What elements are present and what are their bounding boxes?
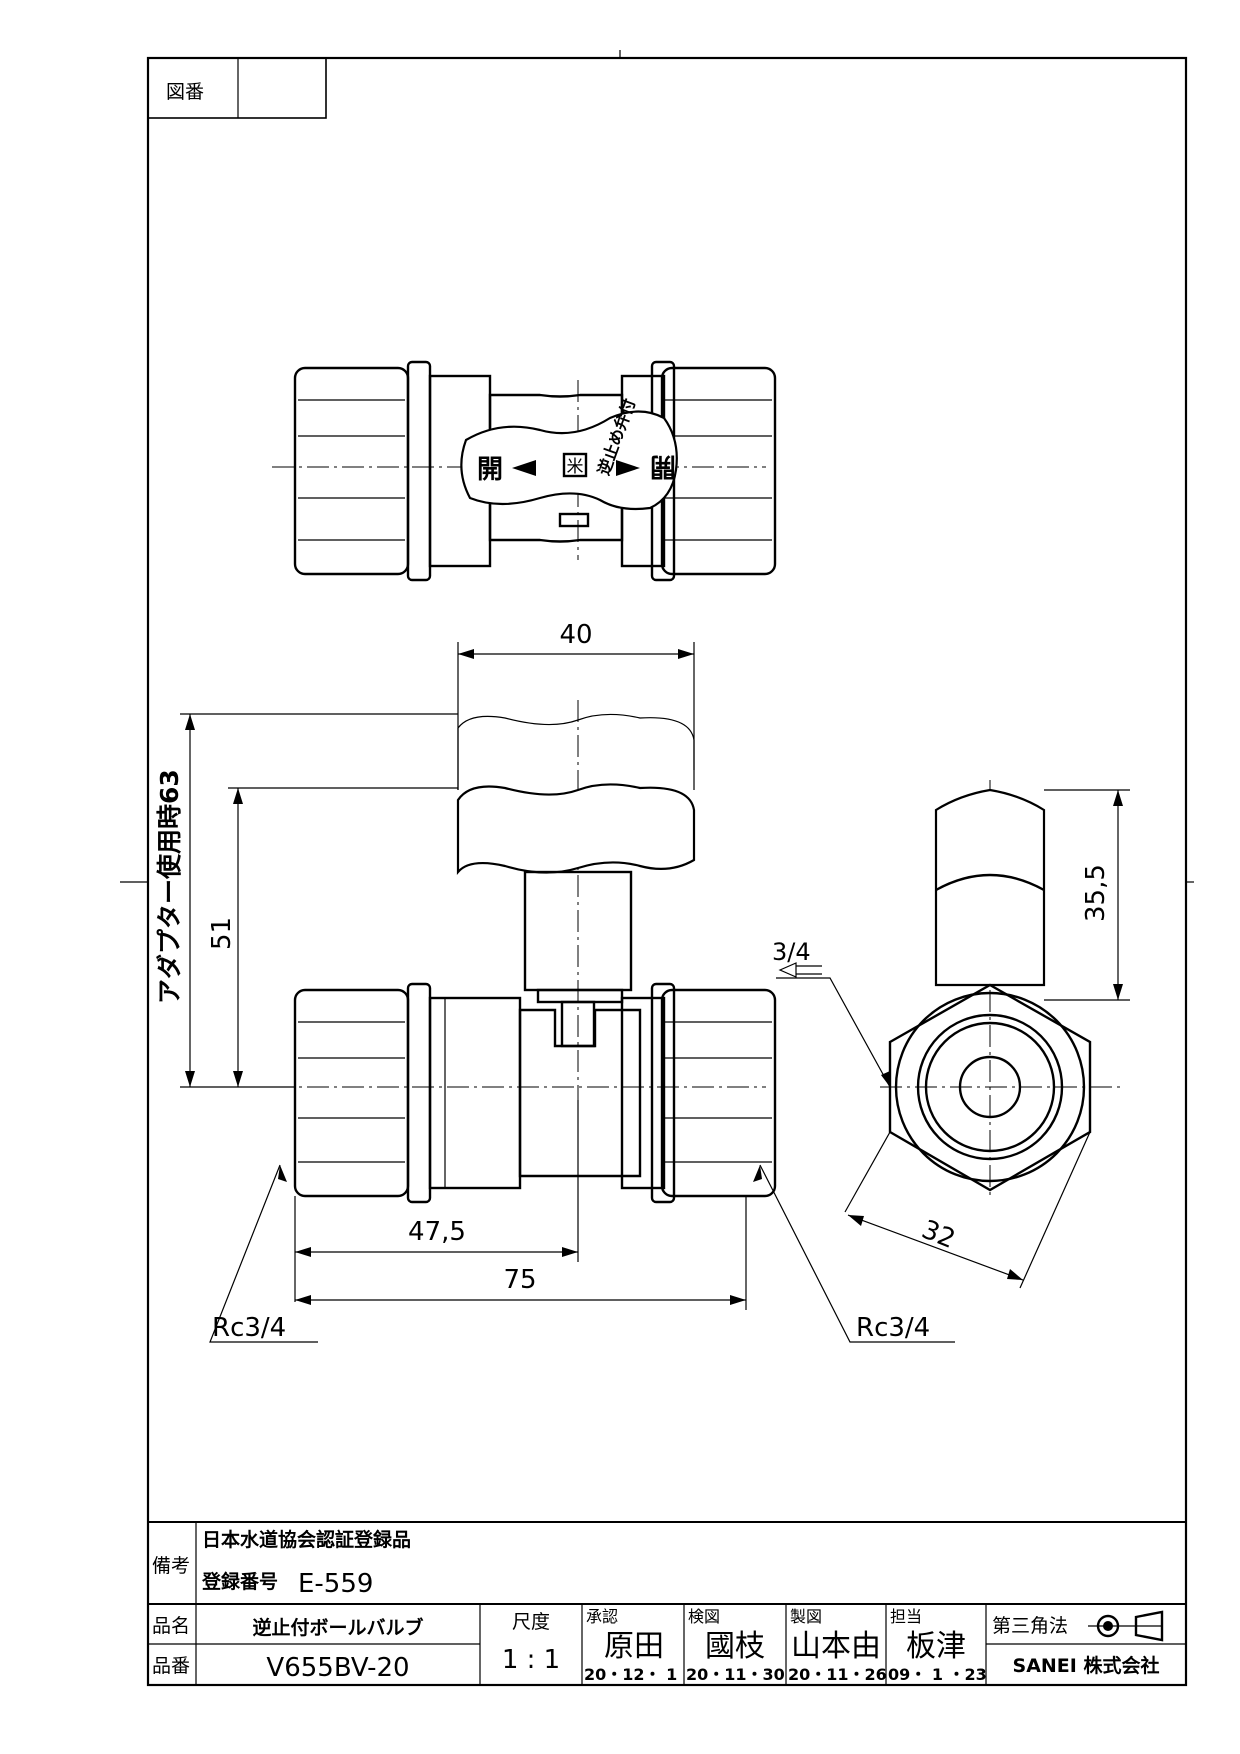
third-angle-projection-icon xyxy=(1088,1610,1164,1642)
approval-name: 山本由 xyxy=(791,1629,881,1664)
product-name-label: 品名 xyxy=(152,1615,190,1637)
remarks-certification: 日本水道協会認証登録品 xyxy=(202,1528,411,1551)
dim-adapter-height: アダプター使用時63 xyxy=(155,769,184,1004)
dim-handle-width: 40 xyxy=(559,620,592,650)
dimension-labels: 40 アダプター使用時63 51 47,5 75 Rc3/4 Rc3/4 35,… xyxy=(155,620,1111,1343)
projection-label: 第三角法 xyxy=(992,1615,1068,1637)
approval-role: 承認 xyxy=(586,1607,618,1626)
product-number: V655BV-20 xyxy=(266,1653,409,1683)
top-view: 米 開 開 逆止め弁付 xyxy=(272,360,777,582)
dim-thread-left: Rc3/4 xyxy=(212,1313,286,1343)
handle-open-right: 開 xyxy=(650,451,676,481)
remarks-registration-number: E-559 xyxy=(298,1569,373,1599)
dim-center-offset: 47,5 xyxy=(408,1217,466,1247)
approval-name: 原田 xyxy=(604,1629,664,1664)
approval-cell: 承認 原田 20・12・ 1 xyxy=(584,1607,677,1684)
approval-role: 検図 xyxy=(688,1607,720,1626)
approval-role: 製図 xyxy=(790,1607,822,1626)
dim-inlet-size: 3/4 xyxy=(772,938,811,966)
company-name: SANEI 株式会社 xyxy=(1013,1654,1160,1677)
front-view xyxy=(272,700,777,1204)
remarks-label: 備考 xyxy=(152,1555,190,1577)
approval-role: 担当 xyxy=(890,1607,922,1626)
remarks-registration-label: 登録番号 xyxy=(201,1570,278,1593)
approval-cell: 担当 板津 09・ 1 ・23 xyxy=(888,1607,987,1684)
title-block: 備考 日本水道協会認証登録品 登録番号 E-559 品名 逆止付ボールバルブ 品… xyxy=(148,1521,1186,1685)
approval-date: 20・11・30 xyxy=(686,1665,785,1684)
dim-overall-length: 75 xyxy=(503,1265,536,1295)
dim-side-height: 35,5 xyxy=(1081,864,1111,922)
side-view xyxy=(880,780,1120,1200)
dim-stem-height: 51 xyxy=(207,917,237,950)
drawing-number-label: 図番 xyxy=(166,81,204,103)
dim-hex-width: 32 xyxy=(917,1215,959,1255)
approval-cell: 製図 山本由 20・11・26 xyxy=(788,1607,887,1684)
approval-date: 20・12・ 1 xyxy=(584,1665,677,1684)
handle-center-mark: 米 xyxy=(567,457,584,477)
approval-name: 板津 xyxy=(906,1629,966,1664)
drawing-number-box: 図番 xyxy=(147,57,327,119)
scale-label: 尺度 xyxy=(512,1611,550,1633)
dim-thread-right: Rc3/4 xyxy=(856,1313,930,1343)
approval-date: 09・ 1 ・23 xyxy=(888,1665,987,1684)
approval-date: 20・11・26 xyxy=(788,1665,887,1684)
dimension-lines xyxy=(180,642,1130,1343)
approval-name: 國枝 xyxy=(705,1629,765,1664)
handle-open-left: 開 xyxy=(477,455,503,485)
product-name: 逆止付ボールバルブ xyxy=(252,1616,423,1639)
approval-cell: 検図 國枝 20・11・30 xyxy=(686,1607,785,1684)
sheet-border xyxy=(120,50,1194,1687)
product-no-label: 品番 xyxy=(152,1655,190,1677)
scale-value: 1 : 1 xyxy=(502,1645,560,1675)
